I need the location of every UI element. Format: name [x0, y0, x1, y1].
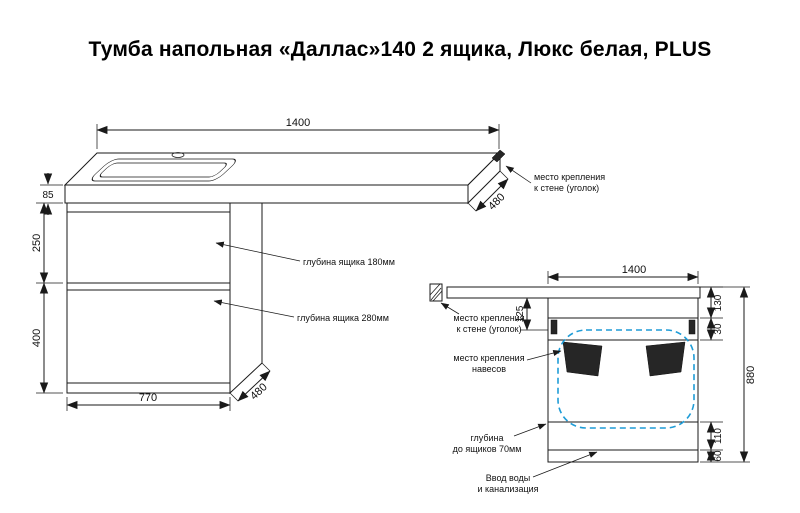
left-view: 1400 85 250 400	[31, 117, 605, 411]
dim-plinth-60: 60	[706, 449, 724, 463]
dim-drawer2-value: 400	[31, 329, 43, 347]
dim-width-right-value: 1400	[622, 264, 646, 276]
hinges-label: место крепления навесов	[453, 349, 562, 374]
hinges-line1: место крепления	[453, 353, 524, 363]
dim-cabinet-width-770: 770	[66, 392, 231, 411]
cabinet-front-elevation	[547, 297, 699, 463]
sink-basin	[99, 162, 227, 178]
dim-bracket-rail-value: 30	[713, 323, 724, 335]
wall-mount-label-left: место крепления к стене (уголок)	[505, 165, 605, 193]
dim-width-value: 1400	[286, 117, 310, 129]
cabinet-side-panel	[229, 171, 263, 395]
sink-rim	[91, 158, 236, 182]
dim-offset-125: 125	[515, 297, 548, 331]
dim-drawer1-250: 250	[31, 202, 63, 284]
drawers-depth-line1: глубина	[470, 433, 503, 443]
hinge-plate-right	[645, 341, 686, 377]
hinge-plate-left	[562, 341, 603, 377]
dim-width-1400: 1400	[96, 117, 500, 149]
dim-cabinet-width-value: 770	[139, 392, 157, 404]
dim-plinth-value: 60	[713, 450, 724, 462]
countertop-top-face	[63, 152, 502, 186]
drawer2-depth-text: глубина ящика 280мм	[297, 313, 389, 323]
dim-width-1400-right: 1400	[547, 264, 699, 284]
wall-mount-line2: к стене (уголок)	[534, 183, 599, 193]
wall-mount-label-right: место крепления к стене (уголок)	[440, 302, 525, 334]
sink	[91, 158, 236, 182]
dim-offset-value: 125	[515, 305, 526, 322]
water-label: Ввод воды и канализация	[477, 451, 598, 494]
faucet-hole	[171, 152, 185, 158]
dim-drawer-front-value: 110	[713, 428, 724, 444]
dim-top-rail-130: 130	[700, 286, 724, 319]
wall-mount-right-line2: к стене (уголок)	[456, 324, 521, 334]
dim-depth-bottom-value: 480	[248, 381, 270, 402]
wall-bracket-hatched	[429, 283, 443, 302]
cabinet-front	[66, 202, 231, 394]
dim-height-value: 880	[745, 366, 757, 384]
hinges-line2: навесов	[472, 364, 506, 374]
countertop-edge	[446, 286, 701, 299]
wall-mount-right-line1: место крепления	[453, 313, 524, 323]
dim-apron-85: 85	[36, 173, 63, 215]
drawers-depth-label: глубина до ящиков 70мм	[453, 423, 547, 454]
wall-mount-line1: место крепления	[534, 172, 605, 182]
corner-bracket-left	[550, 319, 558, 335]
dim-depth-top-value: 480	[486, 191, 507, 212]
countertop-front-face	[64, 184, 469, 204]
dim-height-880: 880	[700, 286, 757, 463]
water-line2: и канализация	[477, 484, 538, 494]
dim-bracket-rail-30: 30	[700, 317, 724, 341]
dim-apron-value: 85	[42, 190, 54, 201]
page-title: Тумба напольная «Даллас»140 2 ящика, Люк…	[88, 38, 712, 61]
wall-bracket	[491, 149, 506, 163]
right-view: 1400 125 130 30	[429, 264, 757, 494]
dim-drawer-front-110: 110	[700, 421, 724, 451]
dim-drawer1-value: 250	[31, 234, 43, 252]
plumbing-zone	[557, 329, 695, 429]
corner-bracket-right	[688, 319, 696, 335]
drawer2-depth-label: глубина ящика 280мм	[213, 299, 389, 323]
drawers-depth-line2: до ящиков 70мм	[453, 444, 522, 454]
drawer1-depth-label: глубина ящика 180мм	[215, 241, 395, 267]
drawer1-depth-text: глубина ящика 180мм	[303, 257, 395, 267]
dim-top-rail-value: 130	[713, 294, 724, 311]
dim-drawer2-400: 400	[31, 282, 63, 394]
water-line1: Ввод воды	[486, 473, 530, 483]
